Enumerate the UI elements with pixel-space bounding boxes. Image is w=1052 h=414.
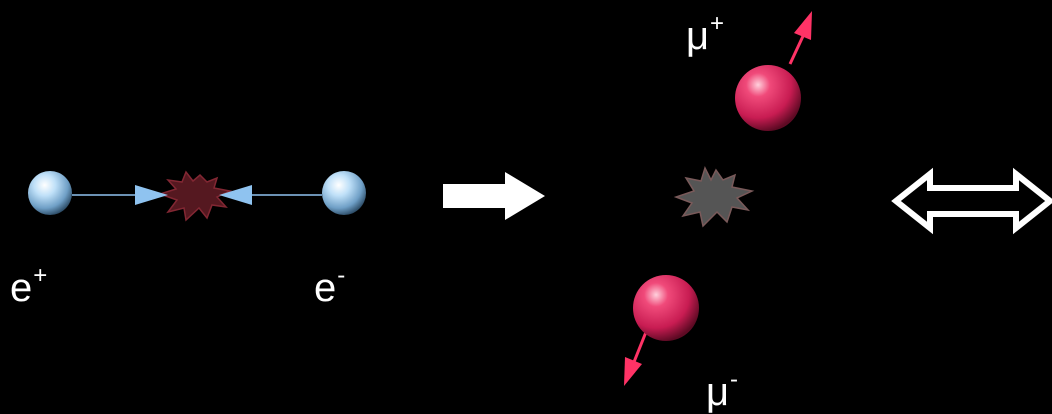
muon-plus-momentum-arrowhead-icon [794, 11, 812, 40]
muon-plus-momentum-line [790, 34, 804, 64]
electron-charge: - [337, 262, 345, 289]
muon-minus-charge: - [730, 366, 738, 393]
muon-minus-sphere-icon [633, 275, 699, 341]
positron-charge: + [33, 262, 47, 289]
muon-minus-momentum-line [634, 332, 646, 362]
double-arrow-icon [896, 174, 1050, 228]
collision-burst-final-icon [676, 168, 752, 226]
muon-plus-symbol: μ [686, 14, 709, 58]
electron-label: e- [314, 268, 345, 308]
muon-plus-label: μ+ [686, 16, 724, 56]
electron-beam-arrowhead-icon [219, 185, 252, 205]
right-arrow-icon [443, 172, 545, 220]
electron-sphere-icon [322, 171, 366, 215]
muon-minus-label: μ- [706, 372, 738, 412]
muon-plus-charge: + [710, 10, 724, 37]
electron-symbol: e [314, 266, 336, 310]
muon-minus-symbol: μ [706, 370, 729, 414]
collision-burst-initial-icon [160, 172, 230, 220]
positron-symbol: e [10, 266, 32, 310]
muon-minus-momentum-arrowhead-icon [624, 357, 642, 386]
positron-label: e+ [10, 268, 47, 308]
positron-sphere-icon [28, 171, 72, 215]
positron-beam-arrowhead-icon [135, 185, 168, 205]
muon-plus-sphere-icon [735, 65, 801, 131]
